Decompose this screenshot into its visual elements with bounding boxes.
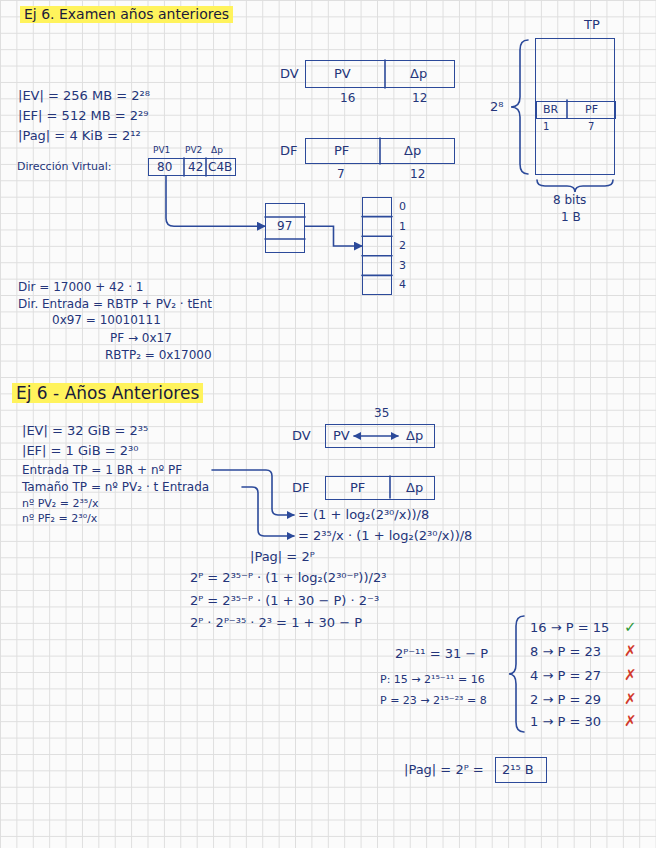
note-text: |EV| = 256 MB = 2²⁸ bbox=[18, 88, 150, 104]
note-text: nº PF₂ = 2³⁰/x bbox=[22, 512, 97, 525]
node-text: Δp bbox=[410, 66, 427, 82]
note-text: |Pag| = 4 KiB = 2¹² bbox=[18, 128, 141, 144]
node-text: 2¹⁵ B bbox=[502, 762, 534, 778]
node-text: BR bbox=[543, 103, 558, 116]
note-text: 16 bbox=[340, 91, 355, 105]
note-text: |EF| = 512 MB = 2²⁹ bbox=[18, 108, 149, 124]
node-text: PF bbox=[334, 143, 349, 159]
note-text: = 2³⁵/x · (1 + log₂(2³⁰/x))/8 bbox=[298, 528, 472, 544]
note-text: Dir. Entrada = RBTP + PV₂ · tEnt bbox=[18, 297, 212, 311]
check-mark: ✗ bbox=[624, 690, 637, 708]
note-text: |EF| = 1 GiB = 2³⁰ bbox=[22, 443, 138, 459]
node-text: PV bbox=[334, 66, 351, 82]
check-mark: ✗ bbox=[624, 712, 637, 730]
note-text: P = 23 → 2¹⁵⁻²³ = 8 bbox=[380, 694, 487, 707]
note-text: PF → 0x17 bbox=[110, 331, 172, 345]
note-text: P: 15 → 2¹⁵⁻¹¹ = 16 bbox=[380, 673, 485, 686]
pointer-arrow bbox=[166, 176, 265, 226]
note-text: 8 bits bbox=[553, 193, 586, 207]
node-text: PV bbox=[333, 428, 350, 444]
heading: Ej 6. Examen años anteriores bbox=[20, 6, 233, 23]
node-text: DF bbox=[292, 480, 310, 496]
node-text: Δp bbox=[404, 143, 421, 159]
node-text: Dirección Virtual: bbox=[17, 160, 112, 173]
check-mark: ✓ bbox=[624, 618, 637, 636]
node-text: 35 bbox=[374, 406, 389, 420]
table-box: 01234 bbox=[362, 197, 392, 295]
section-heading: Ej 6 - Años Anteriores bbox=[12, 383, 203, 403]
node-text: 1 bbox=[399, 220, 406, 233]
note-text: nº PV₂ = 2³⁵/x bbox=[22, 497, 98, 510]
note-text: 16 → P = 15 bbox=[530, 620, 609, 636]
note-text: Entrada TP = 1 BR + nº PF bbox=[22, 463, 182, 477]
note-text: 1 → P = 30 bbox=[530, 714, 601, 730]
check-mark: ✗ bbox=[624, 666, 637, 684]
node-text: PF bbox=[585, 103, 598, 116]
node-text: PV1 bbox=[153, 145, 170, 156]
note-text: 7 bbox=[588, 121, 594, 133]
node-text: 80 bbox=[157, 160, 172, 174]
note-text: 1 bbox=[543, 121, 549, 133]
check-mark: ✗ bbox=[624, 642, 637, 660]
node-text: DV bbox=[292, 428, 311, 444]
note-text: 2ᴾ⁻¹¹ = 31 − P bbox=[395, 646, 488, 662]
note-text: 12 bbox=[410, 167, 425, 181]
note-text: |EV| = 32 GiB = 2³⁵ bbox=[22, 423, 148, 439]
note-text: |Pag| = 2ᴾ = bbox=[404, 762, 484, 778]
vector-box: DFPFΔp bbox=[325, 476, 435, 500]
note-text: 8 → P = 23 bbox=[530, 644, 601, 660]
note-text: 2ᴾ = 2³⁵⁻ᴾ · (1 + 30 − P) · 2⁻³ bbox=[190, 593, 379, 609]
node-text: Δp bbox=[211, 145, 223, 156]
node-text: 3 bbox=[399, 259, 406, 272]
note-text: Tamaño TP = nº PV₂ · t Entrada bbox=[22, 480, 209, 494]
node-text: PV2 bbox=[185, 145, 202, 156]
vector-box: DFPFΔp bbox=[305, 138, 455, 164]
vector-box: DVPVΔp bbox=[305, 60, 455, 88]
note-text: 12 bbox=[412, 91, 427, 105]
pointer-arrow bbox=[305, 226, 362, 246]
node-text: 2 bbox=[399, 239, 406, 252]
note-text: RBTP₂ = 0x17000 bbox=[105, 348, 212, 362]
node-text: 42 bbox=[188, 160, 203, 174]
note-text: 2 → P = 29 bbox=[530, 692, 601, 708]
result-box: 2¹⁵ B bbox=[495, 757, 547, 783]
node-text: 4 bbox=[399, 278, 406, 291]
node-text: PF bbox=[350, 480, 365, 496]
node-text: 97 bbox=[277, 219, 292, 233]
note-text: 1 B bbox=[561, 210, 581, 224]
note-text: 2⁸ bbox=[490, 99, 503, 115]
node-text: TP bbox=[584, 17, 600, 33]
node-text: 0 bbox=[399, 200, 406, 213]
node-text: Δp bbox=[406, 480, 423, 496]
note-text: 4 → P = 27 bbox=[530, 668, 601, 684]
note-text: 2ᴾ = 2³⁵⁻ᴾ · (1 + log₂(2³⁰⁻ᴾ))/2³ bbox=[190, 570, 386, 586]
node-text: DF bbox=[280, 143, 298, 159]
node-text: DV bbox=[280, 66, 299, 82]
note-text: |Pag| = 2ᴾ bbox=[250, 549, 315, 565]
vector-box: DV35PVΔp bbox=[325, 424, 435, 448]
note-text: 2ᴾ · 2ᴾ⁻³⁵ · 2³ = 1 + 30 − P bbox=[190, 615, 362, 631]
note-text: 0x97 = 10010111 bbox=[52, 313, 161, 327]
note-text: = (1 + log₂(2³⁰/x))/8 bbox=[298, 507, 429, 523]
node-text: C4B bbox=[208, 160, 232, 174]
note-text: Dir = 17000 + 42 · 1 bbox=[18, 280, 143, 294]
table-box: TPBRPF bbox=[535, 38, 615, 175]
note-text: 7 bbox=[337, 167, 345, 181]
table-entry: BR PF bbox=[536, 101, 616, 119]
table-box: 97 bbox=[265, 203, 305, 253]
address-box: Dirección Virtual:PV1PV2Δp8042C4B bbox=[148, 158, 236, 176]
node-text: Δp bbox=[406, 428, 423, 444]
